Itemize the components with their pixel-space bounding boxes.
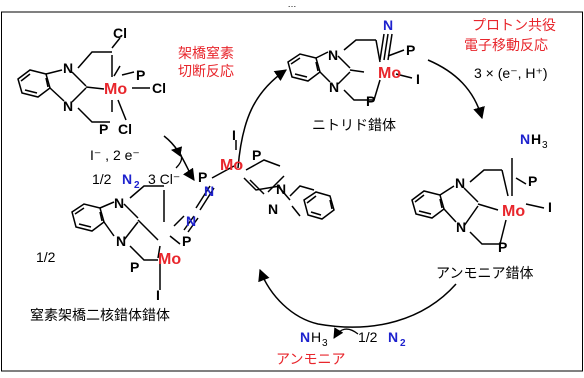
label-cleavage-2: 切断反応 — [178, 63, 234, 79]
dimer-upper-p-left: P — [198, 169, 207, 185]
nitride-n-bottom: N — [329, 79, 339, 95]
label-pcet-2: 電子移動反応 — [464, 37, 548, 53]
ammonia-n-top: N — [455, 175, 465, 191]
dimer-upper-metal: Mo — [220, 157, 243, 174]
frame-border — [1, 11, 583, 372]
ammonia-p-bottom: P — [498, 239, 507, 255]
label-cleavage-1: 架橋窒素 — [178, 45, 234, 61]
ammonia-nh-h: H — [531, 131, 541, 147]
ammonia-nh-sub: 3 — [542, 140, 548, 151]
nitride-n-top: N — [328, 47, 338, 63]
dimer-lower-metal: Mo — [158, 251, 181, 268]
complex-mocl3 — [17, 37, 150, 123]
nitride-p-top: P — [406, 42, 415, 58]
mo1-cl-top: Cl — [113, 25, 127, 41]
arrow-pcet — [427, 59, 485, 120]
nitride-i: I — [416, 71, 420, 87]
dimer-lower-n-top: N — [114, 195, 124, 211]
product-nh3-n: N — [300, 329, 310, 345]
label-nitride-complex: ニトリド錯体 — [312, 117, 396, 133]
arrow-ammonia-release — [333, 327, 359, 339]
product-ammonia-label: アンモニア — [276, 351, 345, 367]
product-nh3-sub: 3 — [322, 338, 328, 349]
label-dinitrogen-complex: 窒素架橋二核錯体錯体 — [30, 307, 170, 323]
complex-ammonia — [411, 158, 545, 245]
ammonia-p-top: P — [528, 173, 537, 189]
ammonia-metal: Mo — [502, 203, 525, 220]
reagent-n2-n: N — [122, 171, 132, 187]
ammonia-i: I — [548, 199, 552, 215]
reagent-half-n2-sub: 2 — [400, 338, 406, 349]
ammonia-n-bottom: N — [456, 219, 466, 235]
mo1-p-top: P — [136, 67, 145, 83]
arrow-cleavage — [237, 69, 287, 169]
mo1-n-bottom: N — [63, 98, 73, 114]
arrow-chloride-curl — [170, 146, 183, 169]
label-ammonia-complex: アンモニア錯体 — [436, 265, 533, 281]
arrow-reduction — [163, 135, 195, 181]
dimer-upper-i: I — [232, 127, 236, 143]
reagent-half-n2-prefix: 1/2 — [358, 329, 378, 345]
dimer-lower-p-bottom: P — [130, 259, 139, 275]
mo1-n-top: N — [63, 60, 73, 76]
product-nh3-h: H — [311, 329, 321, 345]
mo1-cl-bottom: Cl — [118, 121, 132, 137]
dimer-lower-i: I — [156, 287, 160, 303]
dimer-lower-n-bottom: N — [116, 233, 126, 249]
dimer-bridge-n-top: N — [204, 183, 214, 199]
dimer-upper-p-right: P — [252, 147, 261, 163]
nitride-n-atom: N — [383, 17, 393, 33]
label-pcet-reagent: 3 × (e⁻, H⁺) — [474, 65, 548, 81]
nitride-metal: Mo — [378, 65, 401, 82]
complex-nitride — [287, 33, 413, 101]
dimer-lower-p-top: P — [182, 233, 191, 249]
arrow-regeneration — [258, 268, 457, 328]
mo1-metal: Mo — [104, 81, 127, 98]
reagent-half-prefix: 1/2 — [92, 171, 112, 187]
ammonia-nh-n: N — [520, 131, 530, 147]
dimer-upper-n-2: N — [268, 201, 278, 217]
nitride-p-bottom: P — [366, 93, 375, 109]
reagent-iodide-electrons: I⁻ , 2 e⁻ — [90, 147, 140, 163]
mo1-p-bottom: P — [99, 121, 108, 137]
dimer-bridge-n-bottom: N — [186, 213, 196, 229]
reagent-half-n2-n: N — [388, 329, 398, 345]
top-caption: … — [288, 0, 297, 9]
mo1-cl-right: Cl — [152, 80, 166, 96]
complex-dinitrogen-dimer — [71, 140, 335, 290]
label-pcet-1: プロトン共役 — [472, 17, 556, 33]
reagent-n2-sub: 2 — [134, 180, 140, 191]
dimer-upper-n-1: N — [276, 181, 286, 197]
byproduct-chloride: 3 Cl⁻ — [148, 171, 180, 187]
dimer-half-prefix: 1/2 — [36, 249, 56, 265]
